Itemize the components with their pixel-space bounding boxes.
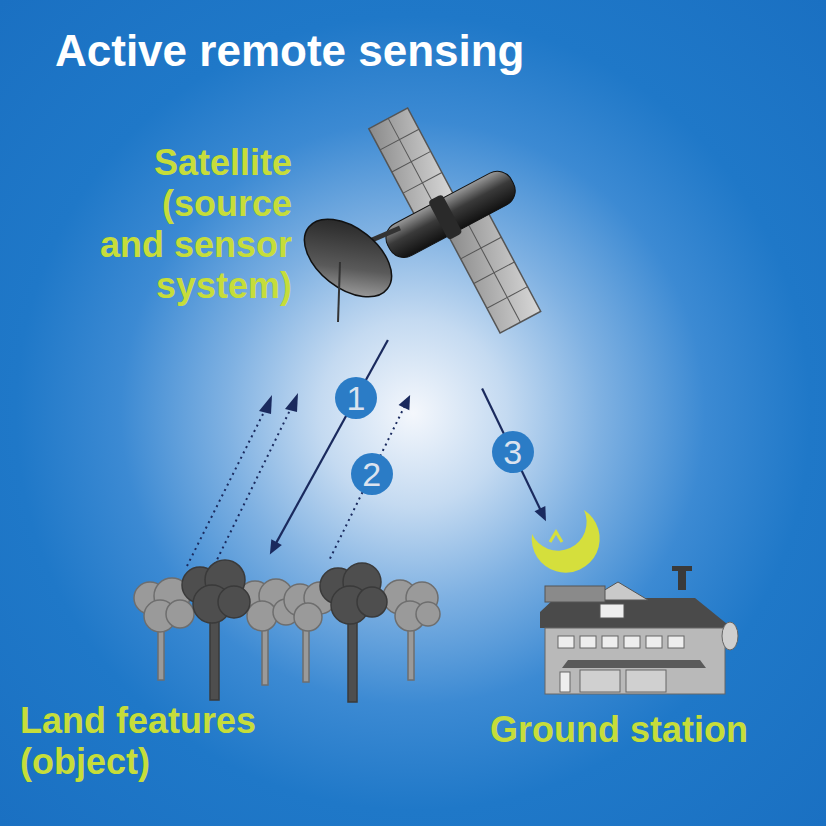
illustrated-node: Satellite (source and sensor system) (300, 120, 600, 340)
diagram-title: Active remote sensing (55, 26, 525, 76)
trees (134, 560, 440, 702)
callout-number: 1 (335, 377, 377, 419)
ground-station-house (540, 566, 738, 694)
node-label: Ground station (490, 709, 790, 750)
node-label: Land features (object) (20, 700, 320, 782)
illustrated-node: Land features (object) (135, 560, 445, 700)
signal-arrow (330, 395, 410, 559)
reflected-rays (187, 393, 298, 570)
node-label: Satellite (source and sensor system) (92, 142, 292, 306)
callout-number: 3 (492, 431, 534, 473)
satellite-figure (290, 81, 572, 360)
illustrated-node: Ground station (530, 575, 735, 700)
signal-arrow (270, 340, 388, 554)
callout-number: 2 (351, 453, 393, 495)
signal-crescent (532, 510, 600, 573)
signal-arrow (482, 388, 546, 521)
